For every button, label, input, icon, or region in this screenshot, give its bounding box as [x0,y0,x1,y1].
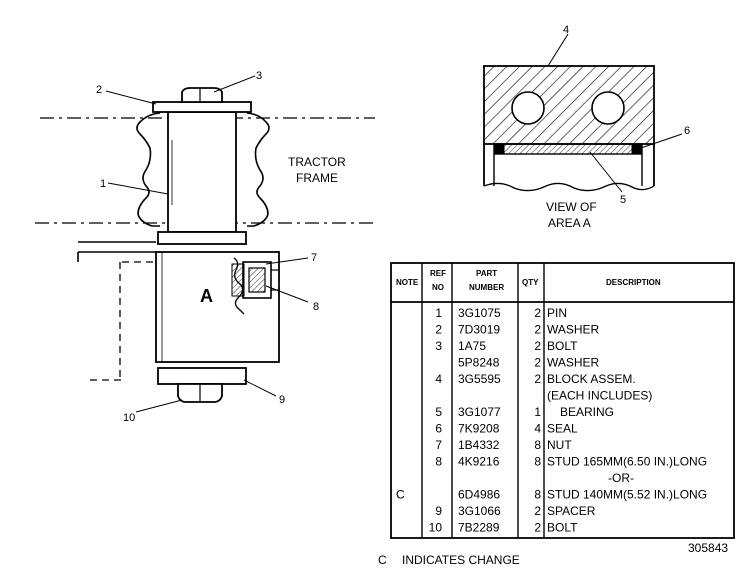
header-part-line2: NUMBER [469,283,504,292]
cell-description: WASHER [547,323,600,337]
header-qty: QTY [522,278,539,287]
cell-description: BOLT [547,339,578,353]
cell-ref: 9 [435,504,442,518]
footnote-text: INDICATES CHANGE [402,553,520,567]
cell-ref: 1 [435,306,442,320]
cell-description: WASHER [547,356,600,370]
cell-ref: 10 [429,521,443,535]
cell-description: SEAL [547,422,578,436]
tractor-frame-label-line1: TRACTOR [288,155,346,169]
cell-description: BEARING [560,405,614,419]
area-a-detail-view [483,65,655,192]
cell-qty: 8 [534,488,541,502]
cell-ref: 5 [435,405,442,419]
cell-description: STUD 165MM(6.50 IN.)LONG [547,455,707,469]
callout-2: 2 [96,84,102,96]
cell-part-number: 6D4986 [458,488,500,502]
cell-qty: 2 [534,323,541,337]
cell-part-number: 3G1075 [458,306,501,320]
cell-part-number: 5P8248 [458,356,500,370]
table-row: 3 1A75 2 BOLT [435,339,578,353]
cell-ref: 3 [435,339,442,353]
cell-note: C [396,488,405,502]
cell-ref: 4 [435,372,442,386]
cell-description: STUD 140MM(5.52 IN.)LONG [547,488,707,502]
pin-assembly-drawing [35,87,378,403]
tractor-frame-label-line2: FRAME [296,171,338,185]
header-part-line1: PART [476,269,497,278]
parts-table: NOTE REF NO PART NUMBER QTY DESCRIPTION … [390,262,735,539]
table-row: 5 3G1077 1 BEARING [435,405,614,419]
figure-number: 305843 [688,541,728,555]
cell-part-number: 1B4332 [458,438,500,452]
cell-qty: 2 [534,372,541,386]
cell-qty: 2 [534,521,541,535]
cell-part-number: 7K9208 [458,422,500,436]
table-row: 4 3G5595 2 BLOCK ASSEM. [435,372,635,386]
cell-qty: 2 [534,306,541,320]
cell-description: PIN [547,306,567,320]
view-caption-line2: AREA A [548,216,591,230]
cell-part-number: 7D3019 [458,323,500,337]
cell-qty: 1 [534,405,541,419]
cell-qty: 8 [534,438,541,452]
header-description: DESCRIPTION [606,278,661,287]
cell-ref: 7 [435,438,442,452]
table-row: 2 7D3019 2 WASHER [435,323,599,337]
callout-1: 1 [100,178,106,190]
table-row: C 6D4986 8 STUD 140MM(5.52 IN.)LONG [396,488,707,502]
leader-lines-left [105,75,309,413]
cell-qty: 4 [534,422,541,436]
table-row: -OR- [608,471,634,485]
cell-part-number: 7B2289 [458,521,500,535]
cell-qty: 8 [534,455,541,469]
table-row: 7 1B4332 8 NUT [435,438,572,452]
view-caption-line1: VIEW OF [546,200,597,214]
cell-qty: 2 [534,356,541,370]
table-row: 9 3G1066 2 SPACER [435,504,595,518]
callout-7: 7 [311,252,317,264]
table-row: 6 7K9208 4 SEAL [435,422,578,436]
callout-5: 5 [620,194,626,206]
cell-part-number: 3G1066 [458,504,501,518]
cell-ref: 8 [435,455,442,469]
table-row: 8 4K9216 8 STUD 165MM(6.50 IN.)LONG [435,455,707,469]
cell-part-number: 3G5595 [458,372,501,386]
cell-part-number: 4K9216 [458,455,500,469]
header-ref-line1: REF [430,269,446,278]
cell-part-number: 3G1077 [458,405,501,419]
callout-8: 8 [313,301,319,313]
header-ref-line2: NO [432,283,444,292]
cell-qty: 2 [534,339,541,353]
table-row: 5P8248 2 WASHER [458,356,600,370]
header-note: NOTE [396,278,419,287]
cell-description: BLOCK ASSEM. [547,372,636,386]
table-row: 1 3G1075 2 PIN [435,306,567,320]
table-row: (EACH INCLUDES) [547,389,652,403]
cell-description: (EACH INCLUDES) [547,389,652,403]
cell-description: -OR- [608,471,634,485]
callout-4: 4 [563,24,569,36]
cell-ref: 6 [435,422,442,436]
callout-9: 9 [279,394,285,406]
callout-3: 3 [256,70,262,82]
cell-ref: 2 [435,323,442,337]
cell-qty: 2 [534,504,541,518]
cell-part-number: 1A75 [458,339,486,353]
footnote-symbol: C [378,553,387,567]
cell-description: NUT [547,438,572,452]
callout-10: 10 [123,412,135,424]
cell-description: SPACER [547,504,596,518]
callout-6: 6 [684,125,690,137]
table-row: 10 7B2289 2 BOLT [429,521,578,535]
area-a-label: A [200,286,213,306]
cell-description: BOLT [547,521,578,535]
leader-lines-detail [547,33,683,193]
